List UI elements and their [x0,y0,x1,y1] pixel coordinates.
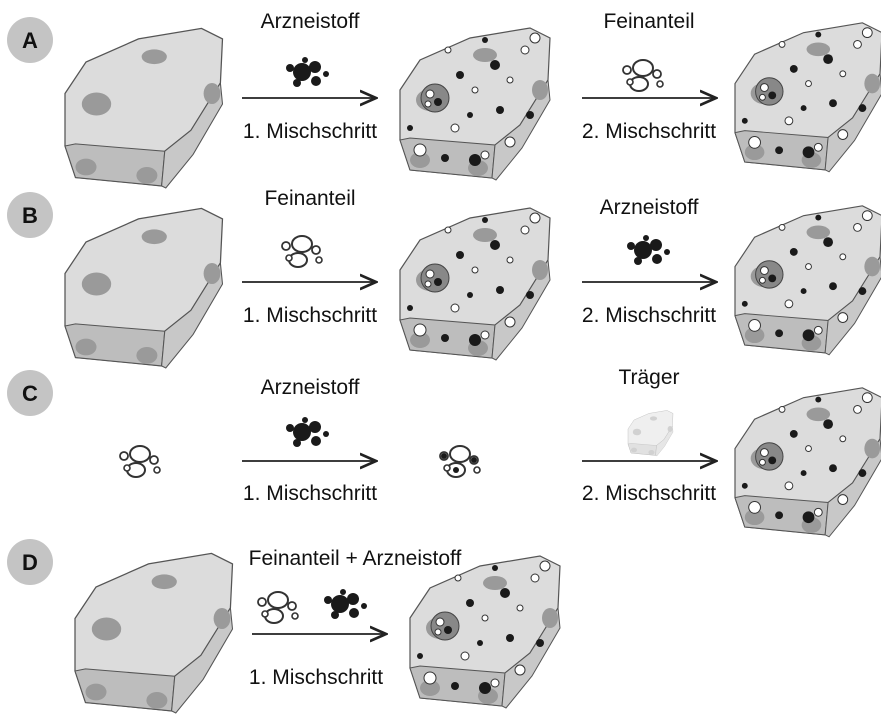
bottom-label-2: 2. Mischschritt [582,482,716,505]
top-label-2: Arzneistoff [600,196,699,219]
badge-a-label: A [22,28,38,53]
carrier-particle-icon [65,28,223,188]
bottom-label-2: 2. Mischschritt [582,304,716,327]
top-label-1: Feinanteil [264,187,355,210]
final-carrier-icon [410,556,560,708]
final-carrier-icon [735,388,881,537]
top-label-2: Träger [618,366,679,389]
drug-particles-icon [324,589,367,619]
badge-b-label: B [22,203,38,228]
fines-particles-icon [282,236,322,267]
bottom-label-2: 2. Mischschritt [582,120,716,143]
fines-particles-icon [120,446,160,477]
bottom-label-1: 1. Mischschritt [243,482,377,505]
fines-particles-icon [623,60,663,91]
row-c: C Arzneistoff 1. Mischschritt Träger 2. … [7,366,881,537]
top-label-2: Feinanteil [603,10,694,33]
drug-particles-icon [286,57,329,87]
row-d: D Feinanteil + Arzneistoff 1. Mischschri… [7,539,560,713]
loaded-carrier-icon [400,208,550,360]
row-a: A Arzneistoff 1. Mischschritt Feinanteil… [7,10,881,188]
bottom-label-1: 1. Mischschritt [249,666,383,689]
final-carrier-icon [735,23,881,172]
top-label-1: Arzneistoff [261,376,360,399]
bottom-label-1: 1. Mischschritt [243,120,377,143]
loaded-carrier-icon [400,28,550,180]
badge-d-label: D [22,550,38,575]
drug-particles-icon [286,417,329,447]
carrier-particle-icon [65,208,223,368]
fines-particles-icon [258,592,298,623]
top-label-1: Feinanteil + Arzneistoff [249,547,462,570]
carrier-particle-icon [628,410,673,456]
coated-fines-icon [440,446,480,477]
badge-c-label: C [22,381,38,406]
bottom-label-1: 1. Mischschritt [243,304,377,327]
carrier-particle-icon [75,553,233,713]
top-label-1: Arzneistoff [261,10,360,33]
final-carrier-icon [735,206,881,355]
drug-particles-icon [627,235,670,265]
row-b: B Feinanteil 1. Mischschritt Arzneistoff… [7,187,881,368]
